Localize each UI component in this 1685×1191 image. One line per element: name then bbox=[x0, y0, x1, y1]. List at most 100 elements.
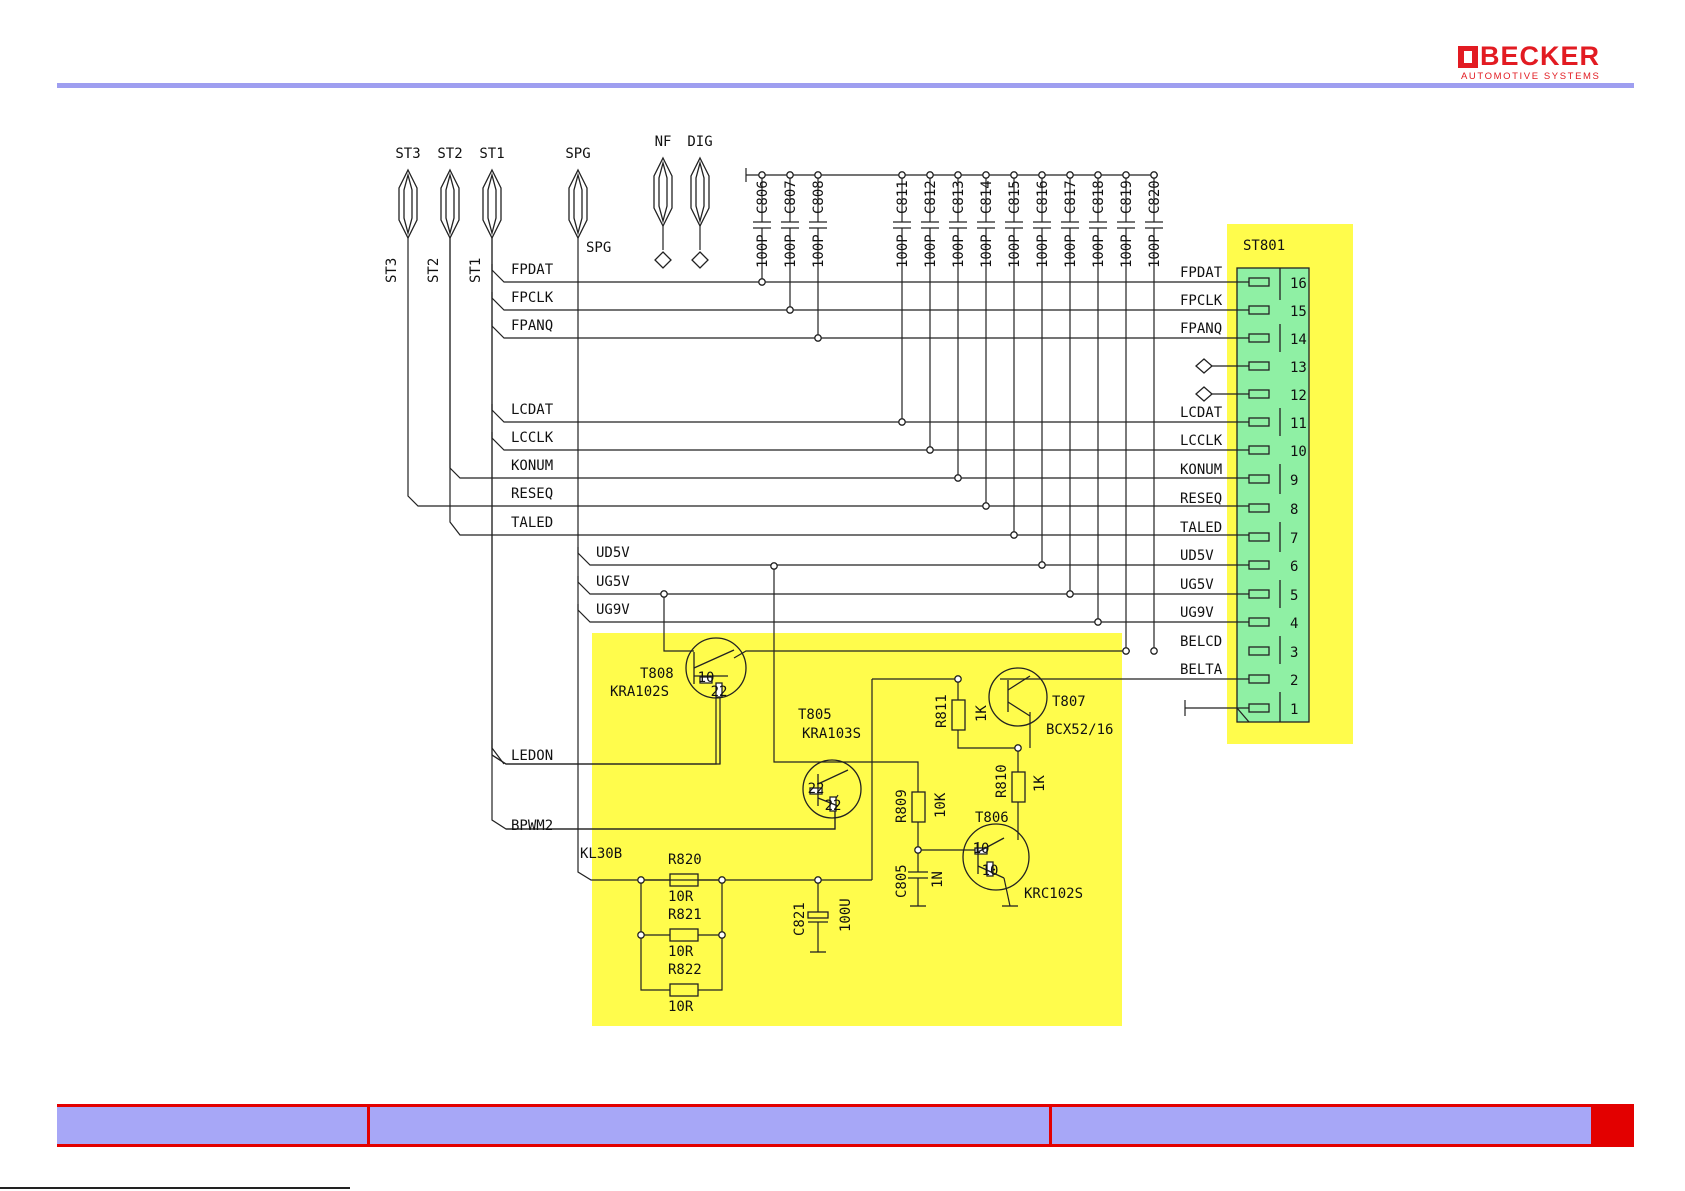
internal-resistor-value: 10 bbox=[698, 670, 715, 686]
transistor-part: KRA102S bbox=[610, 684, 669, 700]
footer-divider bbox=[367, 1107, 370, 1144]
pin-number: 10 bbox=[1290, 444, 1307, 460]
pin-number: 1 bbox=[1290, 702, 1298, 718]
capacitor-value: 100P bbox=[783, 234, 799, 268]
offpage-connector-label: ST3 bbox=[395, 146, 420, 162]
wire bbox=[698, 880, 723, 991]
pin-signal-label: TALED bbox=[1180, 520, 1222, 536]
offpage-connector bbox=[690, 156, 710, 228]
wire bbox=[577, 576, 1249, 595]
transistor-t806 bbox=[962, 823, 1030, 891]
capacitor-value: 100P bbox=[1063, 234, 1079, 268]
pin-number: 14 bbox=[1290, 332, 1307, 348]
connector-pin bbox=[1248, 532, 1270, 542]
net-label: KL30B bbox=[580, 846, 622, 862]
pin-signal-label: FPDAT bbox=[1180, 265, 1223, 281]
offpage-vertical-label: ST1 bbox=[468, 258, 484, 283]
resistor-value: 1K bbox=[974, 705, 990, 722]
junction-dot bbox=[637, 876, 645, 884]
capacitor-ref: C816 bbox=[1035, 180, 1051, 214]
wire bbox=[1003, 877, 1011, 907]
transistor-part: BCX52/16 bbox=[1046, 722, 1113, 738]
internal-resistor-value: 22 bbox=[711, 684, 728, 700]
pin-signal-label: UD5V bbox=[1180, 548, 1214, 564]
pin-number: 12 bbox=[1290, 388, 1307, 404]
junction-dot bbox=[814, 171, 822, 179]
pin-number: 7 bbox=[1290, 531, 1298, 547]
schematic-diagram: ST80116FPDAT15FPCLK14FPANQ131211LCDAT10L… bbox=[384, 134, 1353, 1026]
connector-pin bbox=[1248, 474, 1270, 484]
junction-dot bbox=[660, 590, 668, 598]
capacitor-ref: C815 bbox=[1007, 180, 1023, 214]
resistor-value: 10K bbox=[933, 792, 949, 818]
brand-tagline: AUTOMOTIVE SYSTEMS bbox=[1461, 71, 1601, 82]
resistor-r82x bbox=[669, 983, 699, 997]
wire bbox=[491, 698, 717, 765]
capacitor-value: 100U bbox=[838, 898, 854, 932]
offpage-connector bbox=[573, 172, 583, 236]
pin-signal-label: UG9V bbox=[1180, 605, 1214, 621]
becker-logo-icon bbox=[1458, 46, 1478, 68]
wire bbox=[491, 432, 1249, 451]
net-label: FPANQ bbox=[511, 318, 553, 334]
footer-endcap bbox=[1591, 1107, 1634, 1144]
capacitor-ref: C813 bbox=[951, 180, 967, 214]
wire bbox=[817, 797, 839, 807]
junction-dot bbox=[1150, 647, 1158, 655]
internal-resistor-value: 10 bbox=[973, 841, 990, 857]
wire bbox=[1007, 701, 1031, 717]
wire bbox=[693, 649, 735, 669]
capacitor-ref: C812 bbox=[923, 180, 939, 214]
resistor-r82x bbox=[669, 928, 699, 942]
wire bbox=[640, 880, 670, 991]
capacitor-value: 100P bbox=[1035, 234, 1051, 268]
offpage-connector-label: NF bbox=[655, 134, 672, 150]
capacitor-value: 100P bbox=[923, 234, 939, 268]
junction-dot bbox=[898, 171, 906, 179]
wire bbox=[977, 865, 1005, 879]
resistor-ref: R820 bbox=[668, 852, 702, 868]
capacitor-ref: C814 bbox=[979, 180, 995, 214]
junction-dot bbox=[814, 334, 822, 342]
junction-dot bbox=[758, 171, 766, 179]
capacitor-value: 100P bbox=[1147, 234, 1163, 268]
junction-dot bbox=[1066, 171, 1074, 179]
transistor-ref: T807 bbox=[1052, 694, 1086, 710]
offpage-connector bbox=[568, 168, 588, 240]
capacitor-ref: C818 bbox=[1091, 180, 1107, 214]
becker-logo: BECKER AUTOMOTIVE SYSTEMS bbox=[1458, 41, 1630, 82]
junction-dot bbox=[1122, 647, 1130, 655]
net-label: BPWM2 bbox=[511, 818, 553, 834]
junction-dot bbox=[926, 171, 934, 179]
wire bbox=[506, 806, 836, 830]
internal-resistor bbox=[715, 682, 723, 698]
pin-number: 13 bbox=[1290, 360, 1307, 376]
junction-dot bbox=[926, 446, 934, 454]
offpage-connector bbox=[403, 172, 413, 236]
offpage-connector-label: ST2 bbox=[437, 146, 462, 162]
junction-dot bbox=[1094, 618, 1102, 626]
capacitor-ref: C820 bbox=[1147, 180, 1163, 214]
wire bbox=[773, 566, 919, 792]
net-label: KONUM bbox=[511, 458, 553, 474]
wire bbox=[577, 547, 1249, 566]
connector-pin bbox=[1248, 389, 1270, 399]
net-diamond bbox=[1195, 358, 1213, 374]
junction-dot bbox=[786, 171, 794, 179]
wire bbox=[449, 238, 1249, 536]
capacitor-value: 100P bbox=[811, 234, 827, 268]
capacitor-ref: C808 bbox=[811, 180, 827, 214]
pin-number: 2 bbox=[1290, 673, 1298, 689]
spg-label: SPG bbox=[586, 240, 611, 256]
pin-number: 3 bbox=[1290, 645, 1298, 661]
pin-signal-label: BELCD bbox=[1180, 634, 1222, 650]
wire bbox=[1007, 675, 1031, 691]
wire bbox=[663, 594, 694, 652]
junction-dot bbox=[1066, 590, 1074, 598]
pin-number: 6 bbox=[1290, 559, 1298, 575]
resistor-r809 bbox=[911, 791, 926, 823]
junction-dot bbox=[982, 171, 990, 179]
junction-dot bbox=[786, 306, 794, 314]
pin-signal-label: FPANQ bbox=[1180, 321, 1222, 337]
pin-number: 4 bbox=[1290, 616, 1298, 632]
